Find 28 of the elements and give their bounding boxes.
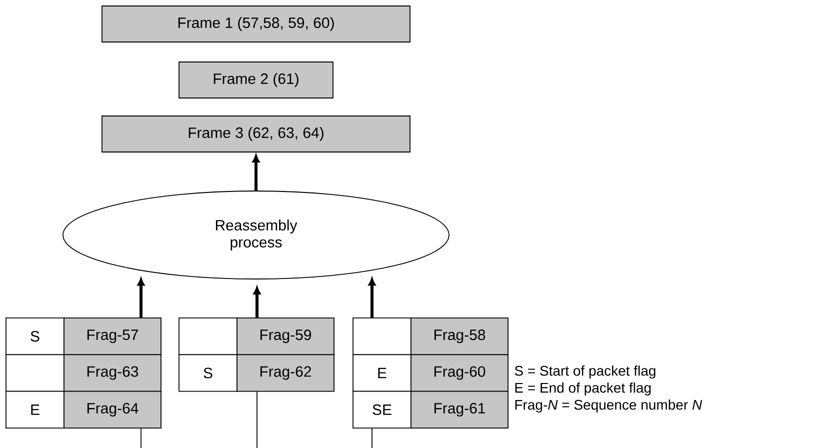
flag-cell <box>6 354 64 392</box>
fragment-cell: Frag-59 <box>236 318 334 356</box>
legend-text: S = Start of packet flag <box>514 365 656 379</box>
flag-cell: S <box>6 318 64 356</box>
legend-text: E = End of packet flag <box>515 382 651 396</box>
line <box>256 391 258 448</box>
flag-cell <box>352 318 412 356</box>
line <box>140 428 142 448</box>
arrow <box>253 286 261 318</box>
fragment-cell: Frag-61 <box>410 390 508 428</box>
arrow <box>252 154 260 191</box>
arrow <box>137 278 145 318</box>
frame-box: Frame 1 (57,58, 59, 60) <box>102 6 410 42</box>
fragment-cell: Frag-57 <box>64 318 162 356</box>
flag-cell: E <box>352 354 412 392</box>
flag-cell <box>178 318 238 356</box>
flag-cell: SE <box>352 390 412 428</box>
frame-box: Frame 2 (61) <box>178 62 334 98</box>
fragment-cell: Frag-60 <box>410 354 508 392</box>
fragment-cell: Frag-58 <box>410 318 508 356</box>
flag-cell: S <box>178 354 238 392</box>
fragment-cell: Frag-64 <box>64 390 162 428</box>
arrow <box>368 278 376 318</box>
legend-text: Frag-N = Sequence number N <box>515 399 702 413</box>
flag-cell: E <box>6 390 64 428</box>
frame-box: Frame 3 (62, 63, 64) <box>102 116 410 152</box>
fragment-cell: Frag-63 <box>64 354 162 392</box>
fragment-cell: Frag-62 <box>236 354 334 392</box>
